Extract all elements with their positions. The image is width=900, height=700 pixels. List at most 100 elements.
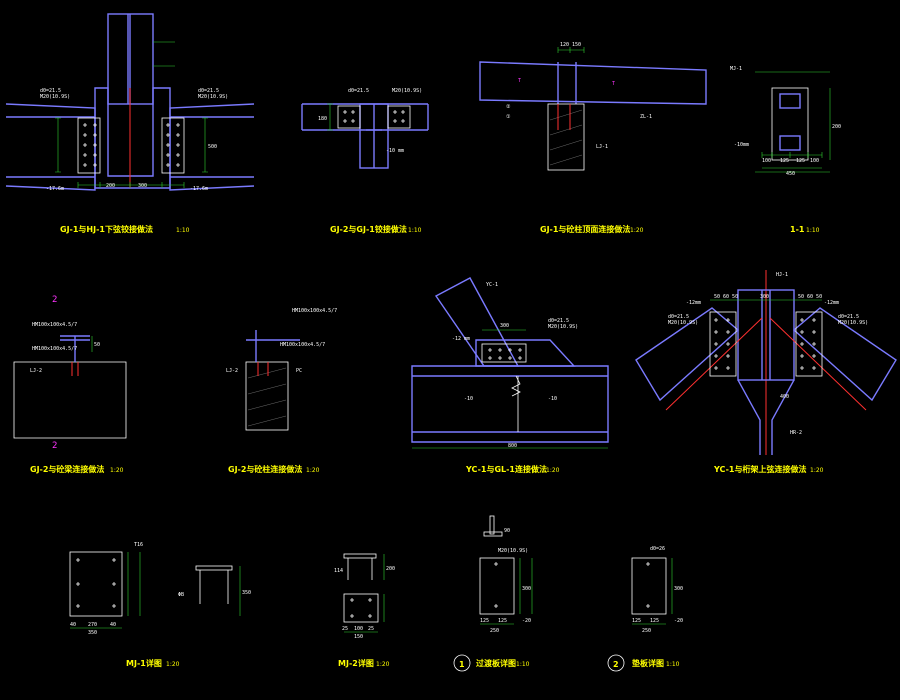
bolt-group-right: [795, 311, 823, 377]
svg-text:120: 120: [560, 42, 569, 48]
svg-text:114: 114: [334, 568, 343, 574]
svg-text:40: 40: [70, 622, 76, 628]
svg-text:①: ①: [506, 114, 511, 120]
detail-yc1-truss: 300 50 60 50 50 60 50 400 HJ-1 -12mm -12…: [635, 270, 897, 474]
svg-text:1:20: 1:20: [110, 467, 124, 474]
svg-text:-17.6m: -17.6m: [190, 186, 208, 192]
detail-section-1-1: 100 125 125 100 450 200 MJ-1 -10mm 1-1 1…: [730, 66, 841, 234]
detail-title: 1-1: [790, 225, 805, 234]
detail-title: GJ-2与砼柱连接做法: [228, 464, 302, 474]
detail-gj2-beam: 2 2 50 HM100x100x4.5/7 HM100x100x4.5/7 L…: [13, 295, 127, 474]
gl1-beam: [411, 365, 609, 443]
svg-text:T: T: [612, 81, 615, 87]
svg-text:125: 125: [632, 618, 641, 624]
svg-text:1:10: 1:10: [516, 661, 530, 668]
svg-text:250: 250: [490, 628, 499, 634]
detail-title: YC-1与桁架上弦连接做法: [713, 464, 806, 474]
svg-text:M20(10.9S): M20(10.9S): [498, 548, 528, 554]
svg-text:250: 250: [642, 628, 651, 634]
svg-text:-12mm: -12mm: [686, 300, 701, 306]
detail-title: 垫板详图: [632, 658, 664, 668]
svg-text:-10mm: -10mm: [734, 142, 749, 148]
detail-yc1-gl1: 300 800 YC-1 d0=21.5 M20(10.9S) -12 mm -…: [411, 277, 609, 474]
svg-text:50: 50: [94, 342, 100, 348]
detail-plate-2: 125 125 250 300 d0=26 -20 2 垫板详图 1:10: [607, 546, 683, 672]
svg-text:HM100x100x4.5/7: HM100x100x4.5/7: [292, 308, 337, 314]
svg-text:90: 90: [504, 528, 510, 534]
svg-text:800: 800: [508, 443, 517, 449]
right-diagonal: [792, 307, 897, 402]
plate: [631, 557, 667, 615]
detail-marker-2: [607, 654, 625, 672]
svg-text:-10: -10: [548, 396, 557, 402]
section-mark-bottom: 2: [52, 441, 57, 451]
bolt-group-right: [161, 117, 185, 174]
svg-text:HJ-1: HJ-1: [776, 272, 788, 278]
svg-text:M20(10.9S): M20(10.9S): [40, 94, 70, 100]
detail-title: GJ-2与GJ-1铰接做法: [330, 224, 407, 234]
gj1-beam: [479, 61, 707, 105]
detail-gj1-col-top: T T 120 150 ② ① ZL-1 LJ-1 GJ-1与砼柱顶面连接做法 …: [479, 42, 707, 234]
svg-text:400: 400: [780, 394, 789, 400]
detail-gj2-gj1: d0=21.5 M20(10.9S) -10 mm 180 GJ-2与GJ-1铰…: [301, 88, 429, 234]
svg-text:M20(10.9S): M20(10.9S): [548, 324, 578, 330]
svg-text:HM100x100x4.5/7: HM100x100x4.5/7: [32, 346, 77, 352]
svg-text:150: 150: [354, 634, 363, 640]
svg-text:300: 300: [522, 586, 531, 592]
svg-text:-10 mm: -10 mm: [386, 148, 404, 154]
svg-text:M20(10.9S): M20(10.9S): [668, 320, 698, 326]
svg-text:1:20: 1:20: [630, 227, 644, 234]
svg-text:200: 200: [386, 566, 395, 572]
svg-text:HM100x100x4.5/7: HM100x100x4.5/7: [280, 342, 325, 348]
column-section: [771, 87, 809, 161]
svg-text:YC-1: YC-1: [486, 282, 498, 288]
svg-text:1:10: 1:10: [408, 227, 422, 234]
gusset: [475, 339, 576, 367]
svg-text:1:10: 1:10: [806, 227, 820, 234]
detail-plate-1: 125 125 250 300 90 M20(10.9S) -20 1 过渡板详…: [453, 515, 533, 672]
concrete-column: [547, 103, 585, 171]
svg-text:LJ-2: LJ-2: [30, 368, 42, 374]
svg-text:T16: T16: [134, 542, 143, 548]
detail-title: GJ-1与HJ-1下弦铰接做法: [60, 224, 153, 234]
svg-text:②: ②: [506, 104, 511, 110]
svg-text:100: 100: [762, 158, 771, 164]
concrete-beam: [13, 361, 127, 439]
svg-text:d0=21.5: d0=21.5: [198, 88, 219, 94]
top-chord: [737, 289, 795, 381]
yc1-brace: [434, 277, 520, 367]
svg-text:270: 270: [88, 622, 97, 628]
svg-text:350: 350: [88, 630, 97, 636]
svg-text:1:10: 1:10: [176, 227, 190, 234]
svg-text:2: 2: [613, 660, 619, 669]
svg-text:1:20: 1:20: [306, 467, 320, 474]
svg-text:125: 125: [780, 158, 789, 164]
svg-text:300: 300: [674, 586, 683, 592]
gusset-plate: [94, 87, 171, 189]
svg-text:300: 300: [500, 323, 509, 329]
svg-text:350: 350: [242, 590, 251, 596]
svg-text:HR-2: HR-2: [790, 430, 802, 436]
concrete-column: [245, 361, 289, 431]
svg-text:M20(10.9S): M20(10.9S): [198, 94, 228, 100]
svg-text:50 60 50: 50 60 50: [798, 294, 822, 300]
svg-text:450: 450: [786, 171, 795, 177]
svg-text:d0=21.5: d0=21.5: [548, 318, 569, 324]
svg-text:125: 125: [498, 618, 507, 624]
svg-text:25: 25: [342, 626, 348, 632]
detail-title: MJ-2详图: [338, 658, 374, 668]
svg-text:ΦB: ΦB: [178, 592, 184, 598]
bolt-group: [481, 343, 527, 363]
svg-text:180: 180: [318, 116, 327, 122]
svg-text:-17.6m: -17.6m: [46, 186, 64, 192]
svg-text:HM100x100x4.5/7: HM100x100x4.5/7: [32, 322, 77, 328]
plate: [479, 557, 515, 615]
svg-text:-10: -10: [464, 396, 473, 402]
svg-text:-20: -20: [674, 618, 683, 624]
svg-text:-12mm: -12mm: [824, 300, 839, 306]
svg-text:125: 125: [650, 618, 659, 624]
section-mark-top: 2: [52, 295, 57, 305]
svg-text:LJ-2: LJ-2: [226, 368, 238, 374]
svg-text:T: T: [518, 78, 521, 84]
